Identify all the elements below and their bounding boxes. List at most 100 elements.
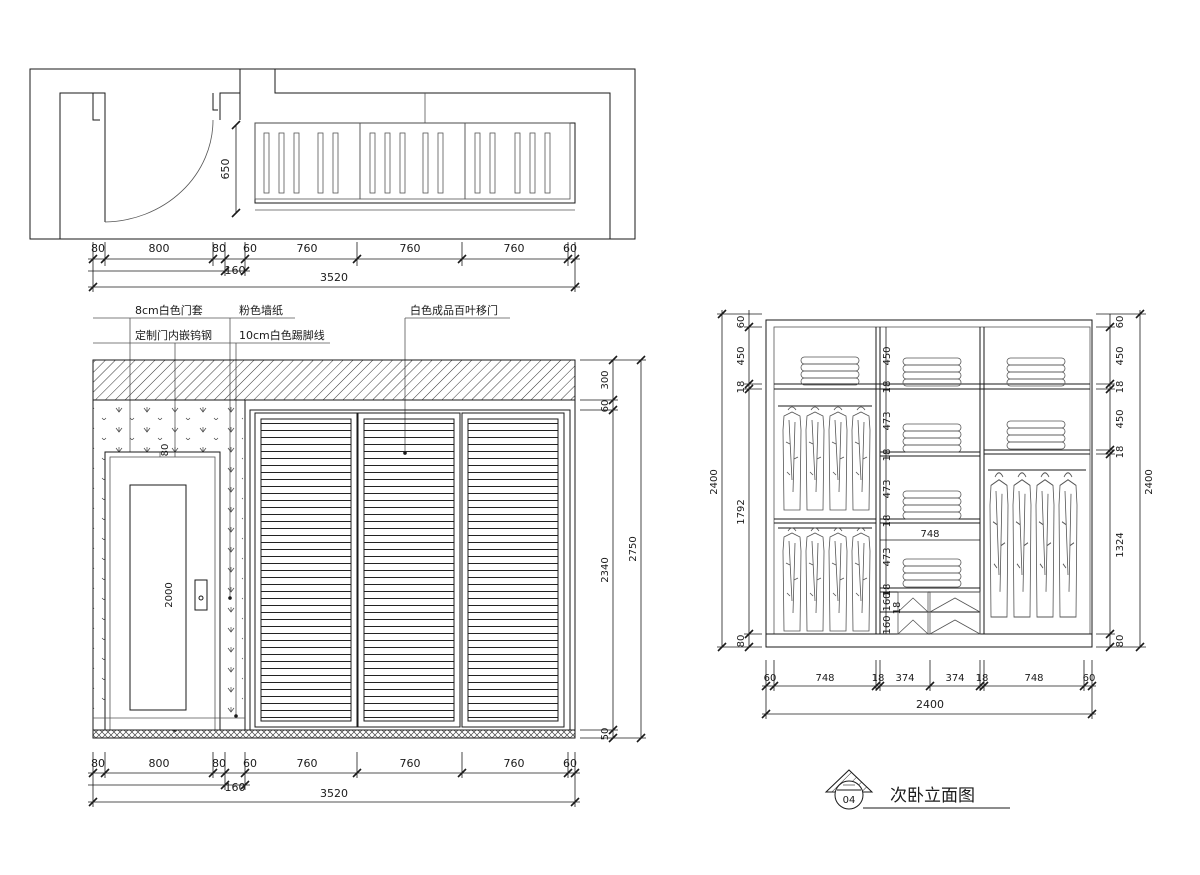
folded-clothes-icon	[1006, 420, 1066, 450]
hanging-shirt-icon	[1012, 472, 1032, 618]
title-block: 04 次卧立面图	[824, 769, 1010, 810]
elev-bottom-dim-160: 160	[225, 781, 246, 794]
right-dim-1324: 1324	[1115, 532, 1126, 557]
center-dim-4: 18	[882, 449, 893, 462]
center-dim-6: 18	[882, 515, 893, 528]
bottom-dim-18a: 18	[872, 673, 885, 684]
plan-louver-slats	[263, 132, 551, 194]
plan-dim-3: 80	[212, 242, 226, 255]
right-dim-18a: 18	[1115, 381, 1126, 394]
floor-band	[92, 729, 576, 739]
center-dim-1: 450	[882, 346, 893, 365]
folded-clothes-icon	[902, 423, 962, 453]
left-dim-450: 450	[736, 346, 747, 365]
label-wallpaper: 粉色墙纸	[239, 303, 283, 317]
elev-dim-50: 50	[600, 728, 611, 741]
right-dim-450b: 450	[1115, 409, 1126, 428]
right-dim-60: 60	[1115, 316, 1126, 329]
elev-bottom-dim-7: 760	[504, 757, 525, 770]
door-swing-arc	[104, 119, 214, 223]
center-dim-10: 18	[892, 602, 903, 615]
folded-clothes-icon	[800, 356, 860, 386]
drawer-right[interactable]	[929, 591, 981, 635]
elev-dim-300: 300	[600, 370, 611, 389]
right-dim-18b: 18	[1115, 446, 1126, 459]
bottom-dim-total: 2400	[916, 698, 944, 711]
center-dim-5: 473	[882, 479, 893, 498]
sheet-number-circle	[834, 780, 864, 810]
shutter-door-2[interactable]	[357, 412, 461, 728]
left-dim-80: 80	[736, 635, 747, 648]
sheet-number: 04	[843, 795, 856, 806]
wardrobe-interior-elevation: 748	[709, 309, 1155, 719]
door-handle-icon	[194, 579, 208, 611]
folded-clothes-icon	[902, 357, 962, 387]
folded-clothes-icon	[902, 490, 962, 520]
hanging-shirt-icon	[1035, 472, 1055, 618]
plan-dim-160: 160	[225, 264, 246, 277]
bottom-dim-60b: 60	[1083, 673, 1096, 684]
ceiling-beam-hatch	[92, 359, 576, 401]
shutter-door-3[interactable]	[461, 412, 565, 728]
bottom-dim-374b: 374	[945, 673, 964, 684]
hanging-shirt-icon	[805, 527, 825, 632]
hanging-shirt-icon	[782, 527, 802, 632]
hanging-shirt-icon	[782, 406, 802, 511]
bottom-dim-748b: 748	[1024, 673, 1043, 684]
elevation-left: 8cm白色门套 定制门内嵌钨钢 粉色墙纸 10cm白色踢脚线 白色成品百叶移门 …	[88, 303, 646, 807]
hanging-shirt-icon	[805, 406, 825, 511]
elev-bottom-dim-6: 760	[400, 757, 421, 770]
left-dim-18: 18	[736, 381, 747, 394]
right-dim-80: 80	[1115, 635, 1126, 648]
plan-dim-8: 60	[563, 242, 577, 255]
elev-dim-60: 60	[600, 400, 611, 413]
label-door-casing: 8cm白色门套	[135, 303, 203, 317]
center-dim-9: 160	[882, 592, 893, 611]
right-dim-450a: 450	[1115, 346, 1126, 365]
wardrobe-outer	[765, 319, 1093, 648]
hanging-shirt-icon	[1058, 472, 1078, 618]
hanging-shirt-icon	[828, 527, 848, 632]
plan-dim-6: 760	[400, 242, 421, 255]
plan-dim-650: 650	[219, 159, 232, 180]
elev-bottom-dim-5: 760	[297, 757, 318, 770]
center-dim-11: 160	[882, 615, 893, 634]
left-dim-2400: 2400	[709, 469, 720, 494]
elev-bottom-dim-8: 60	[563, 757, 577, 770]
label-shutter-door: 白色成品百叶移门	[410, 303, 498, 317]
shutter-door-1[interactable]	[254, 412, 358, 728]
floor-plan: 650 80 800 80 60 760 760 760 60 160 3520	[29, 68, 636, 292]
elev-bottom-dim-4: 60	[243, 757, 257, 770]
door-gap-label: 80	[160, 444, 171, 457]
elev-dim-2750: 2750	[628, 536, 639, 561]
elev-bottom-dim-2: 800	[149, 757, 170, 770]
bottom-dim-18b: 18	[976, 673, 989, 684]
elev-bottom-dim-1: 80	[91, 757, 105, 770]
elev-bottom-dim-total: 3520	[320, 787, 348, 800]
plan-dim-total: 3520	[320, 271, 348, 284]
door-inlay-panel	[129, 484, 187, 711]
hanging-shirt-icon	[828, 406, 848, 511]
elev-dim-2340: 2340	[600, 557, 611, 582]
drawing-title: 次卧立面图	[890, 786, 975, 806]
door-frame	[104, 451, 221, 731]
bottom-dim-748a: 748	[815, 673, 834, 684]
center-dim-8: 18	[882, 584, 893, 597]
plan-dim-4: 60	[243, 242, 257, 255]
folded-clothes-icon	[902, 558, 962, 588]
left-dim-1792: 1792	[736, 499, 747, 524]
plan-dim-5: 760	[297, 242, 318, 255]
elev-bottom-dim-3: 80	[212, 757, 226, 770]
plan-dim-7: 760	[504, 242, 525, 255]
bottom-dim-374a: 374	[895, 673, 914, 684]
label-door-inlay: 定制门内嵌钨钢	[135, 328, 212, 342]
center-dim-7: 473	[882, 547, 893, 566]
plan-outer-wall	[29, 68, 636, 240]
plan-wardrobe	[254, 122, 576, 204]
inner-dim-748: 748	[920, 529, 939, 540]
door-height-label: 2000	[164, 582, 175, 607]
plan-dim-2: 800	[149, 242, 170, 255]
right-dim-2400: 2400	[1144, 469, 1155, 494]
drawer-left[interactable]	[897, 591, 929, 635]
